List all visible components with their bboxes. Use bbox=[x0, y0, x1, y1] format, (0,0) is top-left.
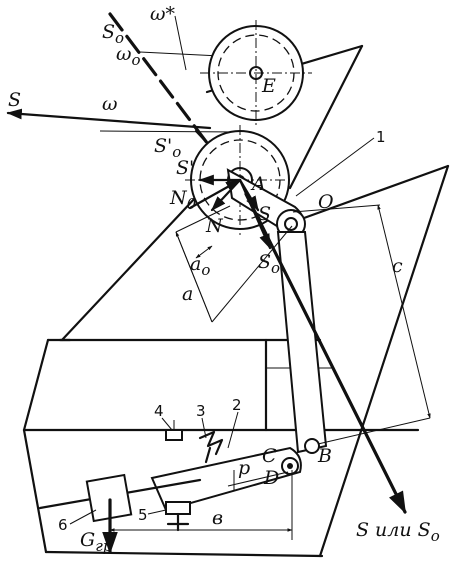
label-S-mid: S bbox=[258, 203, 271, 225]
label-3: 3 bbox=[196, 402, 206, 420]
label-2: 2 bbox=[232, 396, 242, 414]
label-a0: ao bbox=[190, 253, 210, 279]
label-a: a bbox=[182, 283, 193, 305]
label-S-left: S bbox=[8, 89, 21, 111]
leader-lines bbox=[69, 137, 375, 525]
lever-O-B bbox=[276, 231, 328, 454]
label-omega: ω bbox=[102, 93, 118, 115]
label-N0: N0 bbox=[169, 187, 197, 213]
label-S0-mid: So bbox=[258, 251, 280, 277]
label-6: 6 bbox=[58, 516, 68, 534]
force-vectors bbox=[102, 174, 407, 555]
roller-E bbox=[200, 20, 312, 126]
label-A: A bbox=[250, 173, 266, 195]
label-bottom-right: S или So bbox=[356, 519, 440, 545]
label-1: 1 bbox=[376, 128, 386, 146]
label-S-prime: S' bbox=[176, 157, 194, 179]
bolt-5 bbox=[165, 501, 191, 532]
label-S0-prime: S'o bbox=[154, 135, 181, 161]
bolt-4 bbox=[165, 420, 183, 441]
label-E: E bbox=[261, 75, 276, 97]
label-B: B bbox=[317, 445, 332, 467]
weighted-lever bbox=[38, 446, 302, 523]
label-omega-star: ω* bbox=[150, 3, 175, 25]
label-S0-top: So bbox=[102, 21, 124, 47]
label-c: c bbox=[392, 255, 403, 277]
label-5: 5 bbox=[138, 506, 148, 524]
label-omega0: ωo bbox=[116, 43, 141, 69]
label-4: 4 bbox=[154, 402, 164, 420]
label-N: N bbox=[205, 215, 224, 237]
label-p: p bbox=[238, 457, 250, 479]
label-D: D bbox=[263, 467, 279, 489]
label-G: Gгр bbox=[80, 529, 113, 555]
label-O: O bbox=[318, 191, 334, 213]
dimensions bbox=[109, 204, 431, 540]
label-C: C bbox=[262, 445, 277, 467]
label-b: в bbox=[212, 507, 223, 529]
spring-3 bbox=[198, 430, 224, 464]
